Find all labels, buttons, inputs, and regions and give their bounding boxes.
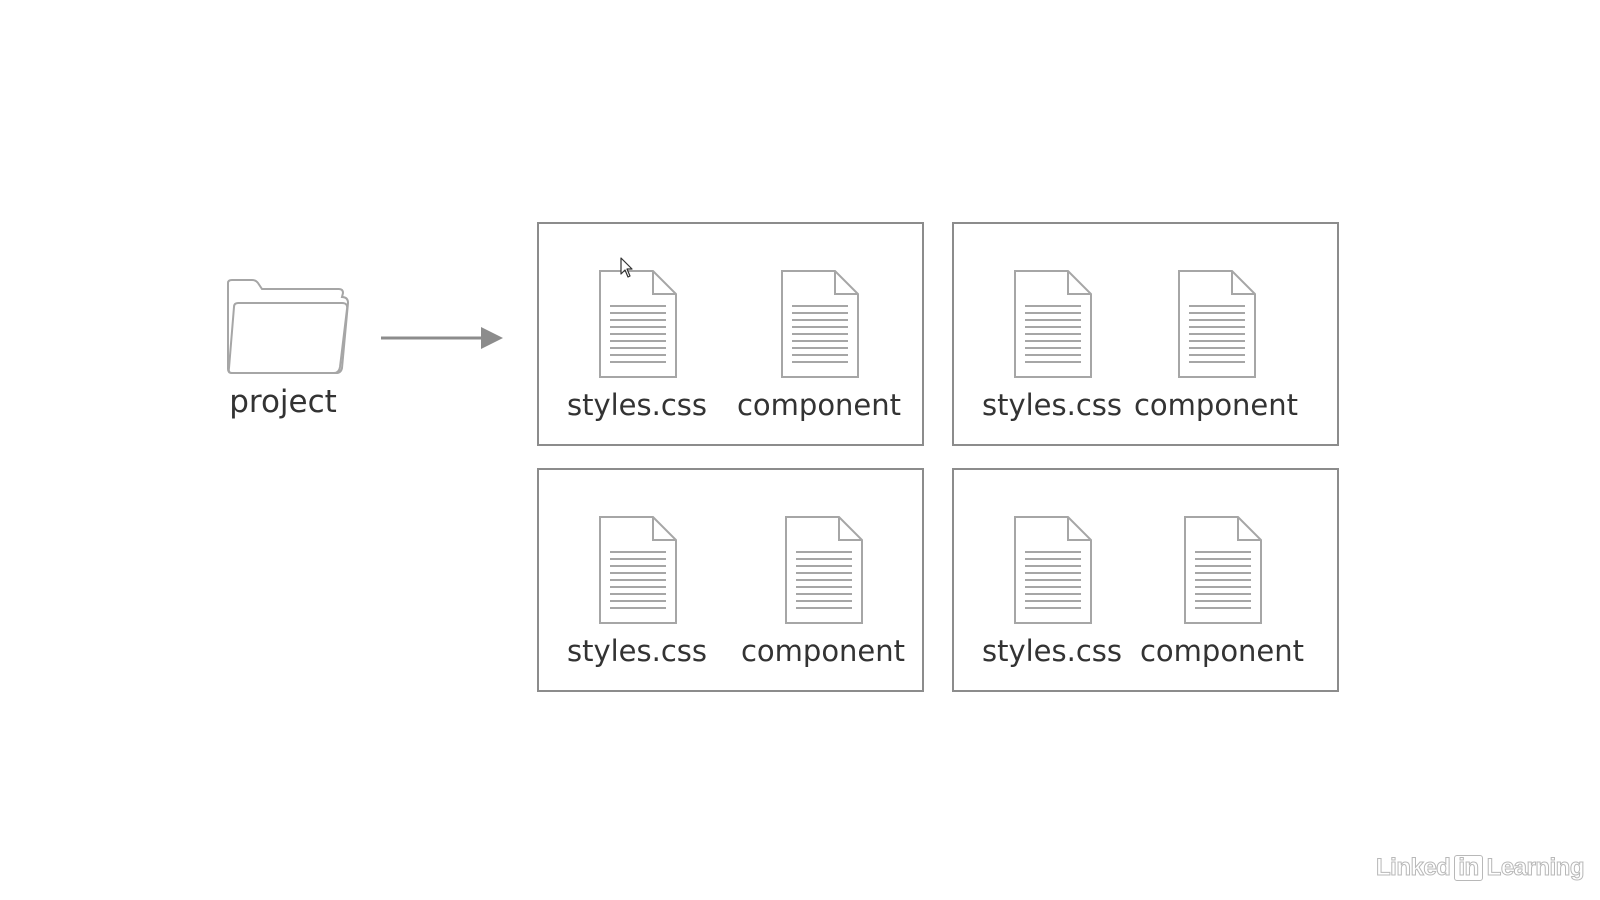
file-item: styles.css [962, 516, 1142, 676]
mouse-cursor-icon [620, 257, 633, 278]
component-module: styles.css component [537, 468, 924, 692]
file-label: styles.css [981, 634, 1123, 668]
file-label: styles.css [566, 634, 708, 668]
file-item: styles.css [547, 270, 727, 430]
component-module: styles.css component [537, 222, 924, 446]
file-item: styles.css [962, 270, 1142, 430]
right-arrow-icon [381, 327, 503, 349]
file-label: component [740, 634, 906, 668]
watermark-text-learning: Learning [1486, 854, 1585, 882]
watermark-text-linked: Linked [1375, 854, 1451, 882]
file-item: component [729, 270, 909, 430]
document-icon [1014, 516, 1092, 624]
file-label: styles.css [566, 388, 708, 422]
file-label: component [1139, 634, 1305, 668]
folder-label: project [229, 384, 337, 420]
document-icon [599, 270, 677, 378]
watermark-in-badge: in [1454, 855, 1483, 881]
component-module: styles.css component [952, 468, 1339, 692]
document-icon [599, 516, 677, 624]
file-item: styles.css [547, 516, 727, 676]
document-icon [1014, 270, 1092, 378]
linkedin-learning-watermark: Linked in Learning [1375, 854, 1585, 882]
file-item: component [733, 516, 913, 676]
file-label: component [1133, 388, 1299, 422]
file-label: component [736, 388, 902, 422]
document-icon [1178, 270, 1256, 378]
component-module: styles.css component [952, 222, 1339, 446]
file-label: styles.css [981, 388, 1123, 422]
document-icon [781, 270, 859, 378]
folder-icon [227, 279, 350, 374]
document-icon [1184, 516, 1262, 624]
document-icon [785, 516, 863, 624]
file-item: component [1132, 516, 1312, 676]
file-item: component [1126, 270, 1306, 430]
